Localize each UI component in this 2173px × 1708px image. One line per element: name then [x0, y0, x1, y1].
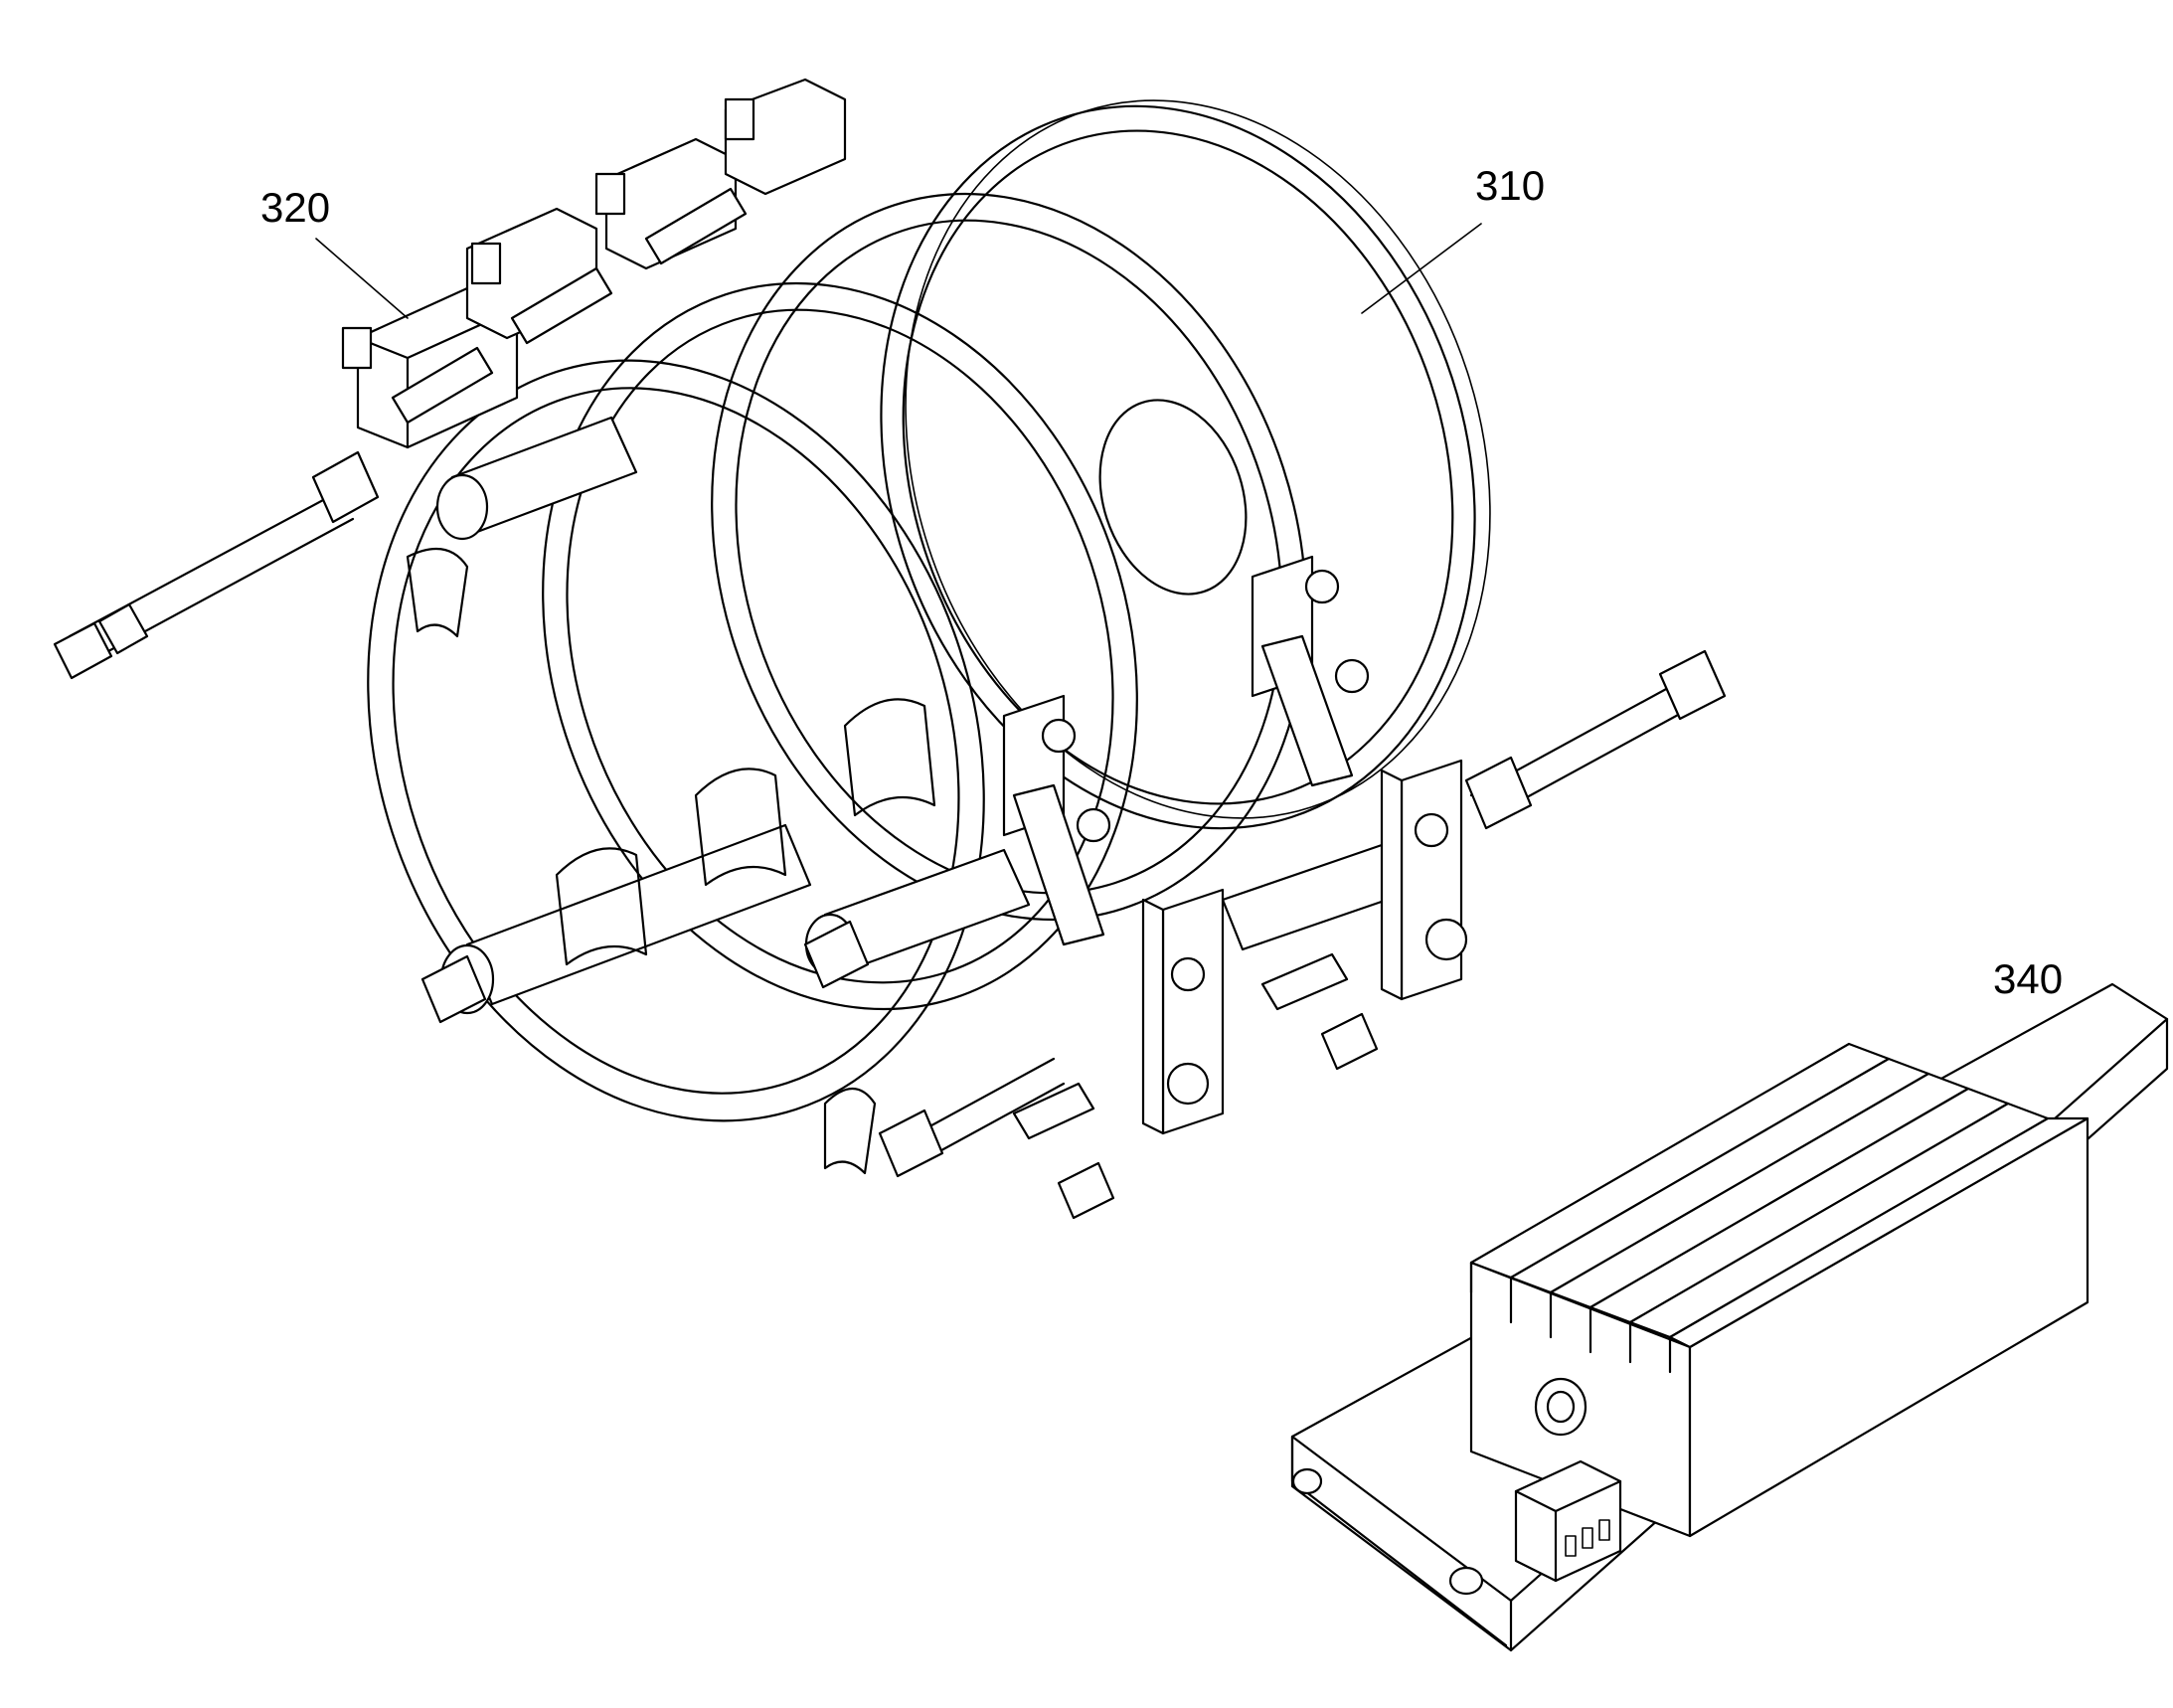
leader-lines: [315, 223, 1482, 319]
terminal-block: [1514, 1459, 1622, 1583]
nut-lower-middle: [803, 920, 870, 989]
nut-shaft-left: [311, 450, 380, 524]
ring-back-outer: [880, 104, 1476, 830]
upper-clamps: [341, 78, 847, 449]
nut-lower-left: [420, 954, 487, 1024]
ring-back-inner: [902, 129, 1454, 805]
lower-nuts: [420, 920, 1379, 1220]
spacers: [435, 416, 1404, 1015]
right-clamps: [1002, 555, 1468, 1140]
heatsink-module: [1290, 982, 2169, 1652]
heatsink-fins: [1469, 1042, 2089, 1374]
clamp-right-2: [1400, 759, 1463, 1001]
ring-front-inner: [392, 387, 960, 1095]
ring-2-outer: [542, 281, 1138, 1011]
ring-assembly: [53, 78, 1727, 1220]
shaft-upper-left: [53, 450, 380, 680]
bolt-4: [724, 97, 755, 141]
reference-label-340: 340: [1993, 955, 2064, 1002]
spacer-right: [1221, 843, 1404, 951]
nut-lower-front: [878, 1109, 944, 1178]
ring-3-outer: [711, 192, 1307, 922]
reference-label-310: 310: [1475, 162, 1546, 209]
ring-3-inner: [735, 219, 1283, 895]
nut-end-left: [53, 621, 113, 680]
clamp-block-4: [724, 78, 847, 196]
round-connector: [1534, 1377, 1588, 1437]
reference-label-320: 320: [260, 184, 331, 231]
hook-front: [823, 1088, 877, 1175]
bolt-3: [594, 172, 626, 216]
hook-upper: [406, 547, 469, 638]
leader-320: [315, 238, 409, 319]
bolt-1: [341, 326, 373, 370]
bolt-2: [470, 242, 502, 285]
ring-front-outer: [367, 359, 985, 1122]
ring-back-rim: [905, 99, 1491, 819]
shaft-right: [1464, 649, 1727, 830]
nut-end-right: [1658, 649, 1727, 721]
mount-pin-right: [1448, 1566, 1484, 1596]
nut-shaft-right: [1464, 756, 1533, 830]
leader-310: [1361, 223, 1482, 314]
mount-pin-left: [1291, 1467, 1323, 1495]
hub-back: [1098, 399, 1248, 596]
